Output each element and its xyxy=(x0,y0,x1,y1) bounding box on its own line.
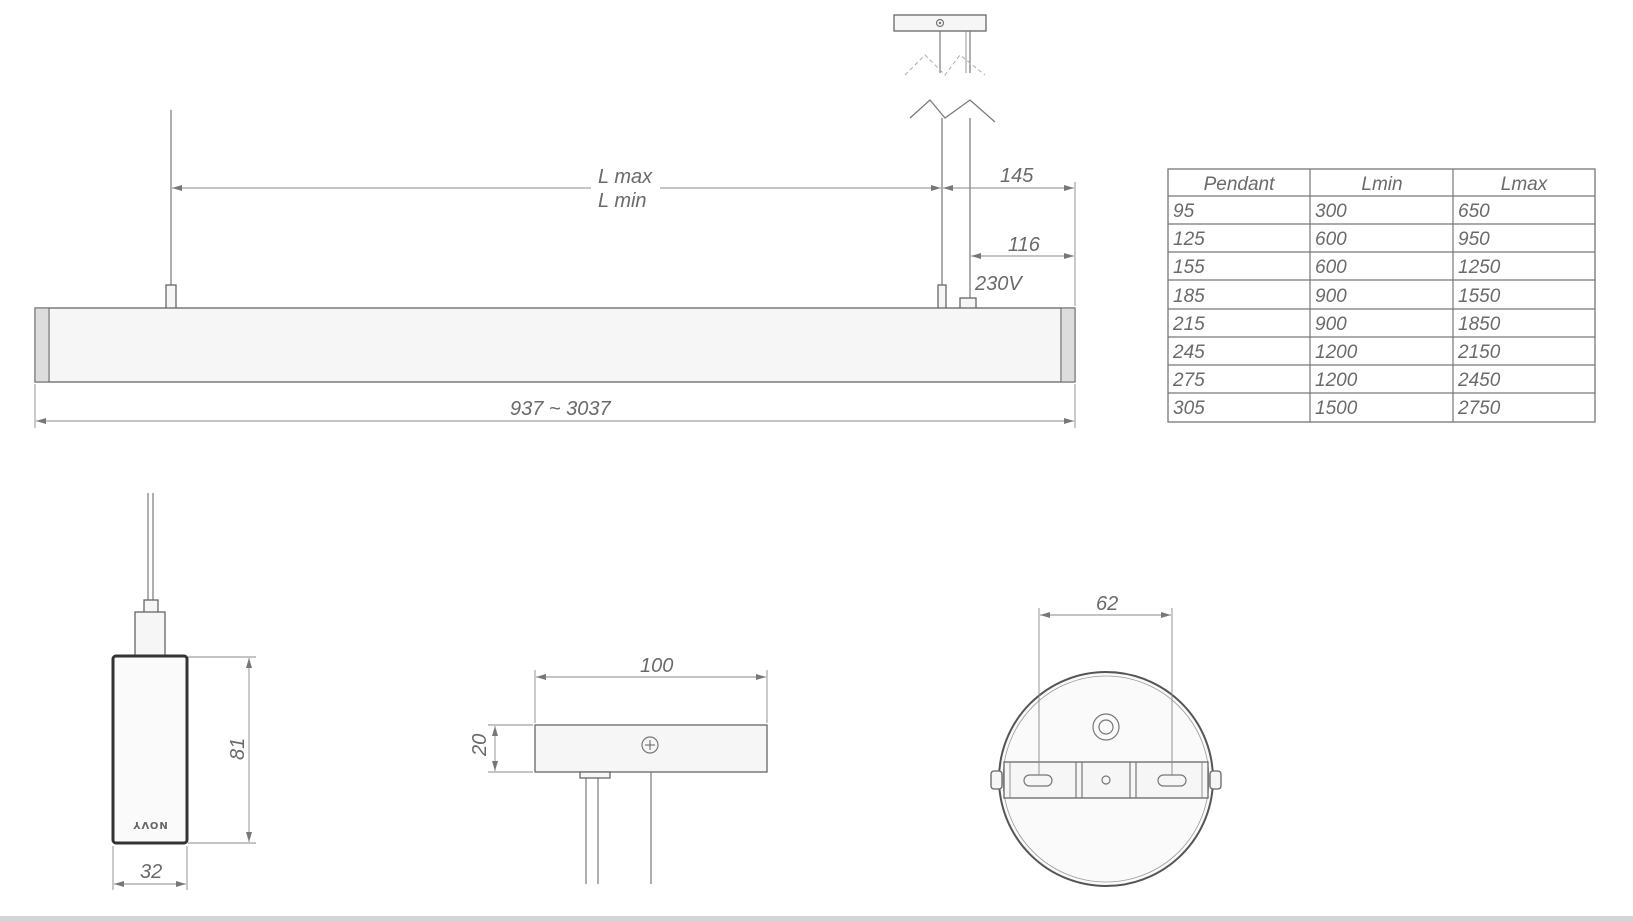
table-cell: 1200 xyxy=(1315,370,1358,391)
dim-32-label: 32 xyxy=(140,861,162,883)
luminaire-body xyxy=(34,307,1076,383)
table-cell: 2450 xyxy=(1457,370,1501,391)
dim-62-label: 62 xyxy=(1096,593,1118,615)
cable-break-symbol xyxy=(904,31,996,123)
bracket-center-hole xyxy=(1101,775,1111,785)
table-cell: 245 xyxy=(1172,342,1205,363)
canopy-screw xyxy=(935,18,945,28)
table-cell: 125 xyxy=(1173,229,1205,250)
table-cell: 900 xyxy=(1315,314,1347,335)
side-screw-left xyxy=(990,770,1003,790)
canopy-side-view: 100 20 xyxy=(469,655,768,884)
table-cell: 185 xyxy=(1173,286,1205,307)
bottom-bar xyxy=(0,916,1633,922)
table-cell: 900 xyxy=(1315,286,1347,307)
table-cell: 2750 xyxy=(1457,398,1501,419)
label-lmin: L min xyxy=(598,190,647,212)
table-cell: 95 xyxy=(1173,201,1195,222)
canopy-side-screw xyxy=(641,736,659,754)
canopy-top-view: 62 xyxy=(990,593,1222,887)
mounting-bracket xyxy=(1003,761,1209,799)
voltage-label: 230V xyxy=(974,273,1023,295)
table-cell: 1200 xyxy=(1315,342,1358,363)
dim-100-label: 100 xyxy=(640,655,673,677)
table-cell: 1850 xyxy=(1458,314,1501,335)
table-header-pendant: Pendant xyxy=(1204,174,1276,195)
length-range-label: 937 ~ 3037 xyxy=(510,398,612,420)
table-cell: 950 xyxy=(1458,229,1490,250)
section-profile xyxy=(111,654,189,845)
dim-145-label: 145 xyxy=(1000,165,1034,187)
section-view: NOVY 81 32 xyxy=(111,493,256,890)
dim-20-label: 20 xyxy=(469,734,491,757)
table-cell: 1250 xyxy=(1458,257,1501,278)
table-cell: 215 xyxy=(1172,314,1205,335)
cable-gripper-left xyxy=(165,284,177,310)
table-header-lmin: Lmin xyxy=(1361,174,1402,195)
pendant-table: Pendant Lmin Lmax 95 300 650 125 600 950… xyxy=(1167,168,1596,423)
cable-gripper-right xyxy=(937,284,947,310)
table-cell: 155 xyxy=(1173,257,1205,278)
table-cell: 650 xyxy=(1458,201,1490,222)
section-mount-bracket xyxy=(134,611,166,658)
table-cell: 300 xyxy=(1315,201,1347,222)
logo-novy: NOVY xyxy=(132,819,168,830)
canopy-cable-gland xyxy=(579,771,611,779)
table-cell: 305 xyxy=(1173,398,1205,419)
table-cell: 275 xyxy=(1172,370,1205,391)
table-cell: 600 xyxy=(1315,229,1347,250)
dim-81-label: 81 xyxy=(227,738,249,760)
mounting-slot-left xyxy=(1023,774,1053,787)
label-lmax: L max xyxy=(598,166,653,188)
dim-116-label: 116 xyxy=(1008,234,1041,256)
side-screw-right xyxy=(1209,770,1222,790)
table-header-lmax: Lmax xyxy=(1501,174,1549,195)
table-cell: 600 xyxy=(1315,257,1347,278)
table-cell: 1550 xyxy=(1458,286,1501,307)
elevation-view: L max L min 145 116 230V 937 ~ 3037 xyxy=(34,14,1076,428)
canopy-top-cable-hole xyxy=(1092,713,1120,741)
table-cell: 1500 xyxy=(1315,398,1358,419)
table-cell: 2150 xyxy=(1457,342,1501,363)
canopy-side-body xyxy=(534,724,768,773)
